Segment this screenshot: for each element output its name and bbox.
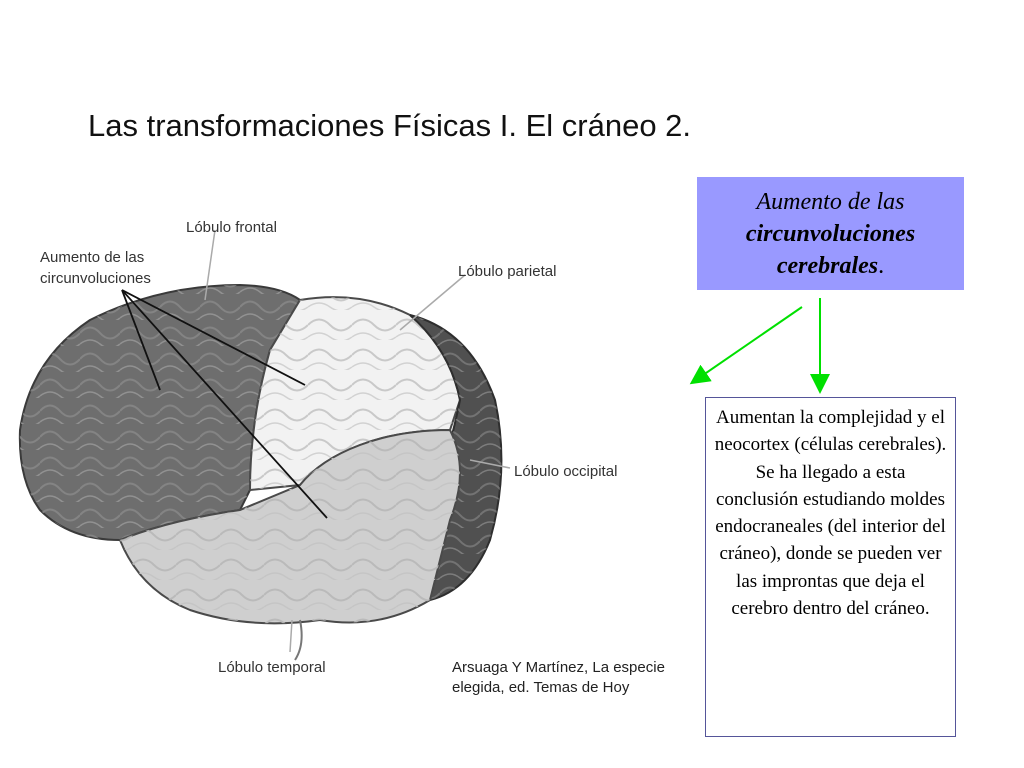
highlight-line1: Aumento de las	[756, 188, 905, 215]
label-temporal: Lóbulo temporal	[218, 659, 326, 676]
pointer-line-2	[121, 289, 306, 386]
label-parietal: Lóbulo parietal	[458, 263, 556, 280]
highlight-period: .	[878, 252, 885, 279]
figure-caption-line1: Arsuaga Y Martínez, La especie	[452, 659, 665, 676]
brain-figure: Lóbulo frontal Lóbulo parietal Lóbulo oc…	[0, 190, 700, 710]
pointer-line-1	[121, 289, 161, 391]
highlight-term-2: cerebrales	[776, 252, 879, 279]
highlight-line3: cerebrales.	[777, 250, 884, 282]
label-frontal: Lóbulo frontal	[186, 219, 277, 236]
arrow-left	[689, 306, 803, 385]
label-occipital: Lóbulo occipital	[514, 463, 617, 480]
label-circ-line1: Aumento de las	[40, 249, 144, 266]
slide-title: Las transformaciones Físicas I. El cráne…	[88, 108, 692, 143]
highlight-line2: circunvoluciones	[746, 218, 915, 250]
highlight-term-1: circunvoluciones	[745, 220, 916, 247]
brain-illustration: Lóbulo frontal Lóbulo parietal Lóbulo oc…	[18, 219, 665, 696]
label-circ-line2: circunvoluciones	[40, 270, 151, 287]
highlight-box: Aumento de las circunvoluciones cerebral…	[697, 177, 964, 290]
figure-caption-line2: elegida, ed. Temas de Hoy	[452, 679, 630, 696]
info-box: Aumentan la complejidad y el neocortex (…	[705, 397, 956, 737]
pointer-line-3	[121, 289, 328, 519]
